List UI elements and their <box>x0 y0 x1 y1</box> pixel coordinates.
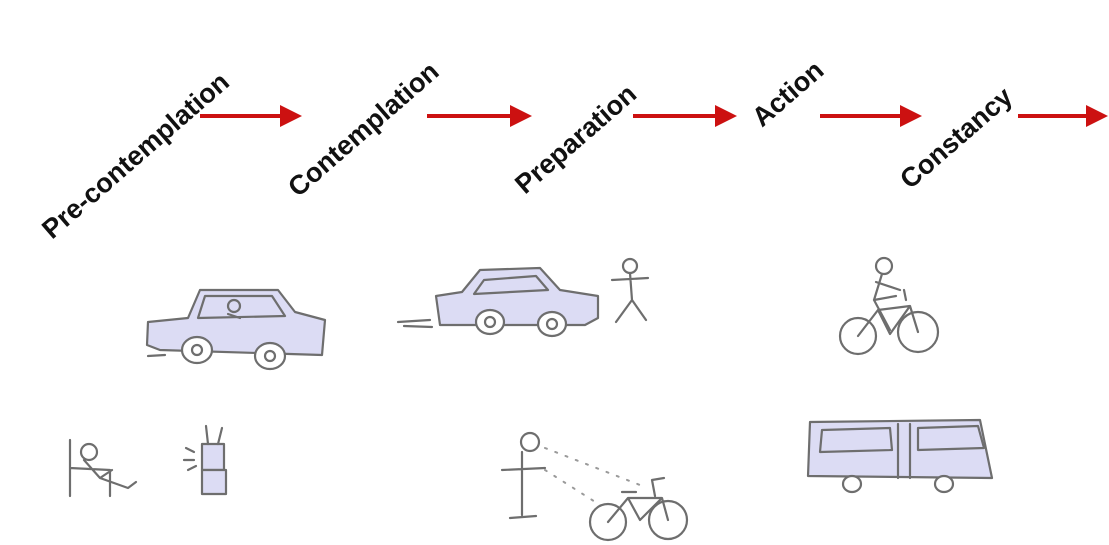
stage-label-contemplation: Contemplation <box>282 56 444 203</box>
person-looking-at-bicycle-icon <box>500 431 641 520</box>
transition-arrow-4 <box>820 105 922 127</box>
bus-icon <box>806 418 994 494</box>
transition-arrow-1 <box>200 105 302 127</box>
stage-label-preparation: Preparation <box>509 78 642 199</box>
stage-label-pre-contemplation: Pre-contemplation <box>36 66 235 244</box>
television-icon <box>182 424 228 496</box>
transition-arrow-3 <box>633 105 737 127</box>
car-with-driver-icon <box>145 288 327 371</box>
bicycle-icon <box>588 476 689 542</box>
stage-label-constancy: Constancy <box>894 81 1018 194</box>
transition-arrow-2 <box>427 105 532 127</box>
person-in-chair-icon <box>68 438 138 498</box>
parked-car-icon <box>396 266 600 338</box>
stage-label-action: Action <box>746 55 829 133</box>
cyclist-icon <box>838 256 940 356</box>
transition-arrow-5 <box>1018 105 1108 127</box>
standing-person-icon <box>610 257 650 324</box>
